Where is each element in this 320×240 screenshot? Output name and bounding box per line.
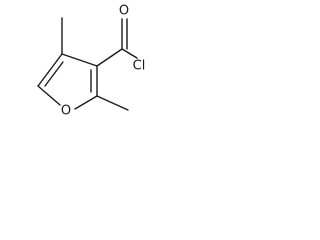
substituents xyxy=(61,17,138,111)
molecule-structure: O Cl O xyxy=(37,4,146,119)
bond-carbonyl-cl xyxy=(121,48,138,59)
bond-c5-c4 xyxy=(37,53,63,87)
bond-c2-o1 xyxy=(74,95,98,110)
chlorine-label: Cl xyxy=(133,59,146,74)
bond-c4-c3 xyxy=(61,53,98,67)
bond-c3-carbonyl xyxy=(96,48,123,67)
furan-ring xyxy=(37,53,98,110)
ring-oxygen-label: O xyxy=(61,104,71,119)
bond-c2-methyl xyxy=(96,95,129,111)
carbonyl-oxygen-label: O xyxy=(119,4,129,19)
bond-c5-c4-inner xyxy=(44,61,64,87)
bond-o1-c5 xyxy=(37,85,61,106)
